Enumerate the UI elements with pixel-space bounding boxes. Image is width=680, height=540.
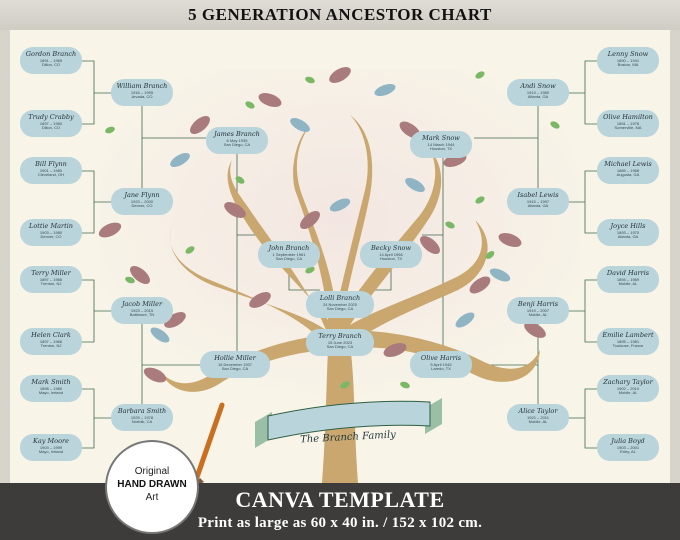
- hand-drawn-badge: Original HAND DRAWN Art: [105, 440, 199, 534]
- leaves: [98, 67, 560, 414]
- badge-line-2: HAND DRAWN: [117, 479, 187, 490]
- badge-line-1: Original: [134, 466, 170, 477]
- family-banner: [255, 398, 442, 448]
- page-title: 5 GENERATION ANCESTOR CHART: [188, 5, 492, 24]
- print-size-text: Print as large as 60 x 40 in. / 152 x 10…: [197, 515, 483, 531]
- badge-line-3: Art: [145, 492, 159, 503]
- canva-template-heading: CANVA TEMPLATE: [235, 487, 445, 512]
- title-bar: [0, 0, 680, 30]
- tree-artwork: [82, 60, 597, 483]
